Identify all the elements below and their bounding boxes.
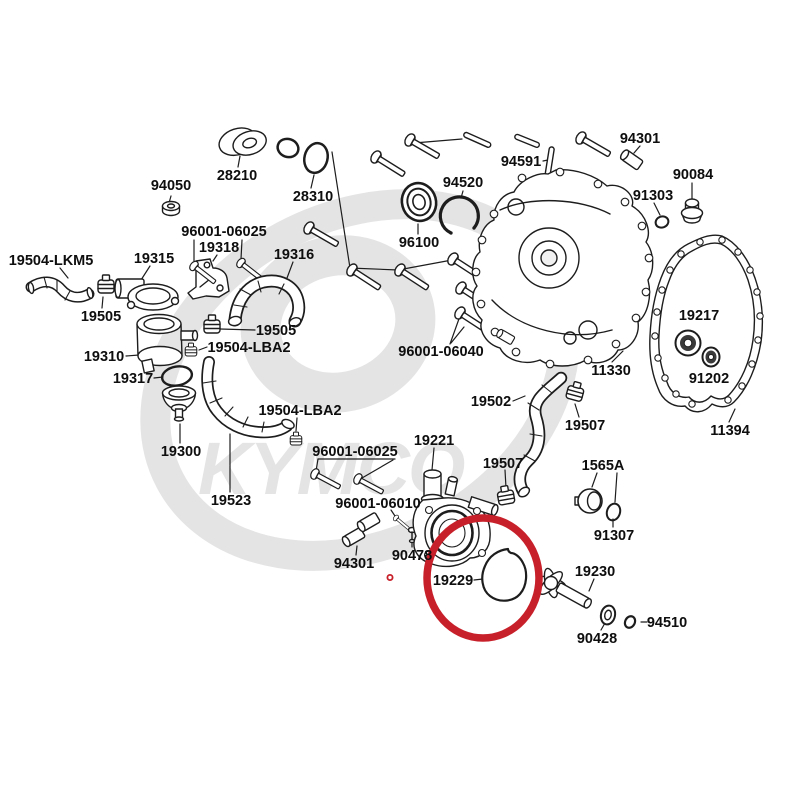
part-19502-hose-drawing bbox=[513, 371, 568, 498]
part-91303-oring-drawing bbox=[654, 215, 670, 229]
part-19316-hose-drawing bbox=[227, 274, 306, 328]
part-19523-hose-drawing bbox=[201, 356, 295, 439]
watermark-text: KYMCO bbox=[198, 427, 465, 510]
part-19229-gasket-drawing bbox=[481, 547, 528, 602]
part-19505-clamp-1-drawing bbox=[97, 274, 115, 294]
part-19217-oil-seal-drawing bbox=[674, 329, 702, 357]
part-96100-bearing-drawing bbox=[400, 181, 438, 223]
part-19300-thermostat-drawing bbox=[161, 385, 197, 422]
part-94301-dowel-top-drawing bbox=[618, 147, 645, 171]
leader-lines bbox=[59, 138, 736, 631]
part-94050-nut-drawing bbox=[161, 200, 181, 217]
part-91202-oil-seal-drawing bbox=[701, 346, 721, 368]
part-19315-thermostat-cover-drawing bbox=[114, 278, 180, 311]
part-19504-lkm5-hose-drawing bbox=[25, 276, 95, 303]
part-90084-plug-drawing bbox=[680, 198, 704, 224]
part-90478-screw-drawing bbox=[407, 526, 417, 544]
part-90428-washer-drawing bbox=[599, 604, 617, 626]
part-19310-thermostat-housing-drawing bbox=[136, 313, 199, 374]
highlight-ellipse bbox=[423, 514, 543, 642]
part-91307-oring-drawing bbox=[605, 502, 622, 522]
part-94520-snap-ring-drawing bbox=[438, 195, 480, 235]
part-94510-clip-drawing bbox=[623, 615, 637, 629]
highlight-dot bbox=[386, 574, 394, 582]
part-11330-crankcase-cover-drawing bbox=[471, 167, 654, 369]
cover-bolts-96001-06040 bbox=[301, 129, 614, 338]
part-1565a-sensor-drawing bbox=[574, 488, 603, 514]
part-28210-drawing bbox=[218, 127, 267, 157]
part-28310-orings-drawing bbox=[276, 137, 329, 175]
highlight-annotations bbox=[386, 514, 543, 642]
part-19230-impeller-drawing bbox=[535, 567, 593, 609]
part-11394-gasket-drawing bbox=[649, 234, 764, 413]
